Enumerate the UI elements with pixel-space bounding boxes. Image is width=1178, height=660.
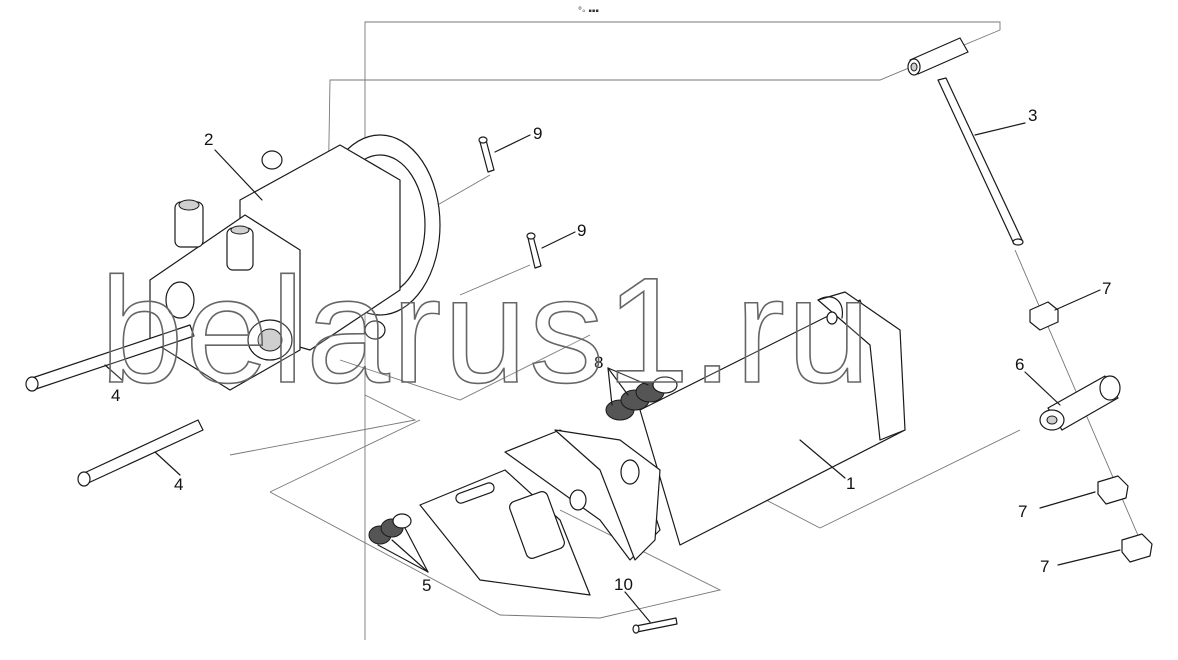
part-2-compressor xyxy=(149,134,441,391)
part-7-nut-lower xyxy=(1121,533,1153,563)
callout-2: 2 xyxy=(204,130,213,149)
part-9-cotter-pin-upper xyxy=(478,136,495,173)
callout-9-upper: 9 xyxy=(533,124,542,143)
callout-4-upper: 4 xyxy=(111,386,120,405)
top-mark: °◦ ▪▪▪ xyxy=(578,6,599,17)
callout-8: 8 xyxy=(594,353,603,372)
callout-7-lower: 7 xyxy=(1040,557,1049,576)
part-4-pin-upper xyxy=(25,324,195,392)
callout-5: 5 xyxy=(422,576,431,595)
callout-7-upper: 7 xyxy=(1102,279,1111,298)
part-10-cotter-pin xyxy=(632,617,678,634)
callout-labels: 2 3 9 9 7 6 7 7 8 1 5 10 4 4 xyxy=(111,106,1111,595)
callout-1: 1 xyxy=(846,474,855,493)
watermark: belarus1.ru xyxy=(100,246,872,414)
callout-6: 6 xyxy=(1015,355,1024,374)
part-7-nut-upper xyxy=(1029,301,1059,331)
part-9-cotter-pin-lower xyxy=(526,232,542,269)
callout-10: 10 xyxy=(614,575,633,594)
callout-4-lower: 4 xyxy=(174,475,183,494)
part-1-bracket xyxy=(419,291,906,596)
part-8-springs xyxy=(605,376,678,421)
part-5-springs xyxy=(368,513,412,545)
callout-3: 3 xyxy=(1028,106,1037,125)
part-3-t-pin xyxy=(907,37,1024,246)
part-6-bolt xyxy=(1039,375,1121,431)
leader-lines xyxy=(104,122,1121,623)
part-7-nut-middle xyxy=(1097,475,1129,505)
callout-7-middle: 7 xyxy=(1018,502,1027,521)
callout-9-lower: 9 xyxy=(577,221,586,240)
part-4-pin-lower xyxy=(77,419,204,487)
